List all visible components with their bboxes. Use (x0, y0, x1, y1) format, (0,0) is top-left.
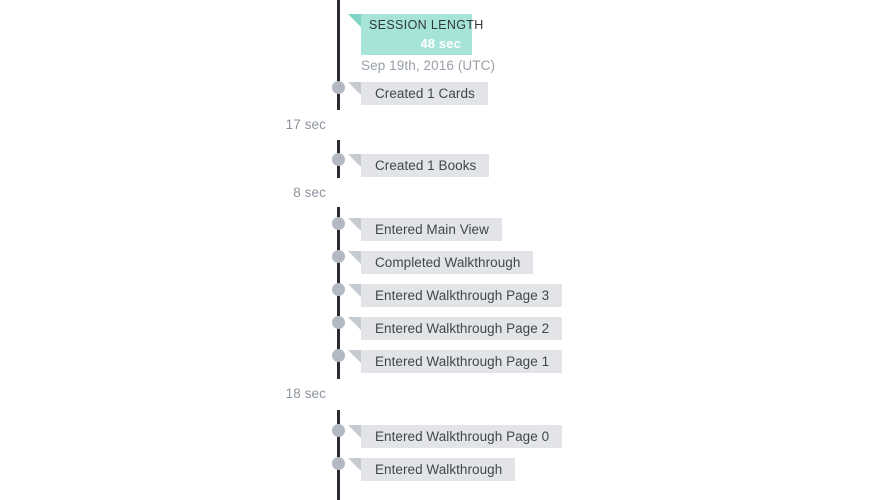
timeline-event-chip[interactable]: Entered Walkthrough Page 1 (347, 350, 563, 373)
timeline-spine-segment (337, 410, 340, 500)
session-length-title: SESSION LENGTH (369, 18, 484, 32)
timeline-node-dot (332, 457, 345, 470)
timeline-node-dot (332, 316, 345, 329)
timeline-event-chip[interactable]: Entered Walkthrough Page 3 (347, 284, 563, 307)
timeline-event-chip[interactable]: Entered Main View (348, 218, 502, 241)
timeline-node-dot (332, 424, 345, 437)
timeline-node-dot (332, 349, 345, 362)
timeline-node-dot (332, 153, 345, 166)
timeline-event-chip[interactable]: Created 1 Books (347, 154, 490, 177)
timeline-event-chip[interactable]: Created 1 Cards (348, 82, 488, 105)
timeline-gap-duration: 8 sec (293, 185, 326, 200)
session-length-card[interactable]: SESSION LENGTH 48 sec (348, 14, 484, 55)
session-length-value: 48 sec (420, 36, 461, 51)
timeline-event-chip[interactable]: Entered Walkthrough Page 2 (347, 317, 563, 340)
timeline-spine-segment (337, 0, 340, 110)
timeline-node-dot (332, 217, 345, 230)
timeline-event-chip[interactable]: Entered Walkthrough (347, 458, 516, 481)
timeline-node-dot (332, 81, 345, 94)
timeline-gap-duration: 17 sec (285, 117, 326, 132)
session-date: Sep 19th, 2016 (UTC) (361, 58, 496, 73)
timeline-node-dot (332, 250, 345, 263)
timeline-event-chip[interactable]: Completed Walkthrough (347, 251, 534, 274)
timeline-event-chip[interactable]: Entered Walkthrough Page 0 (347, 425, 563, 448)
timeline-gap-duration: 18 sec (285, 386, 326, 401)
timeline-node-dot (332, 283, 345, 296)
